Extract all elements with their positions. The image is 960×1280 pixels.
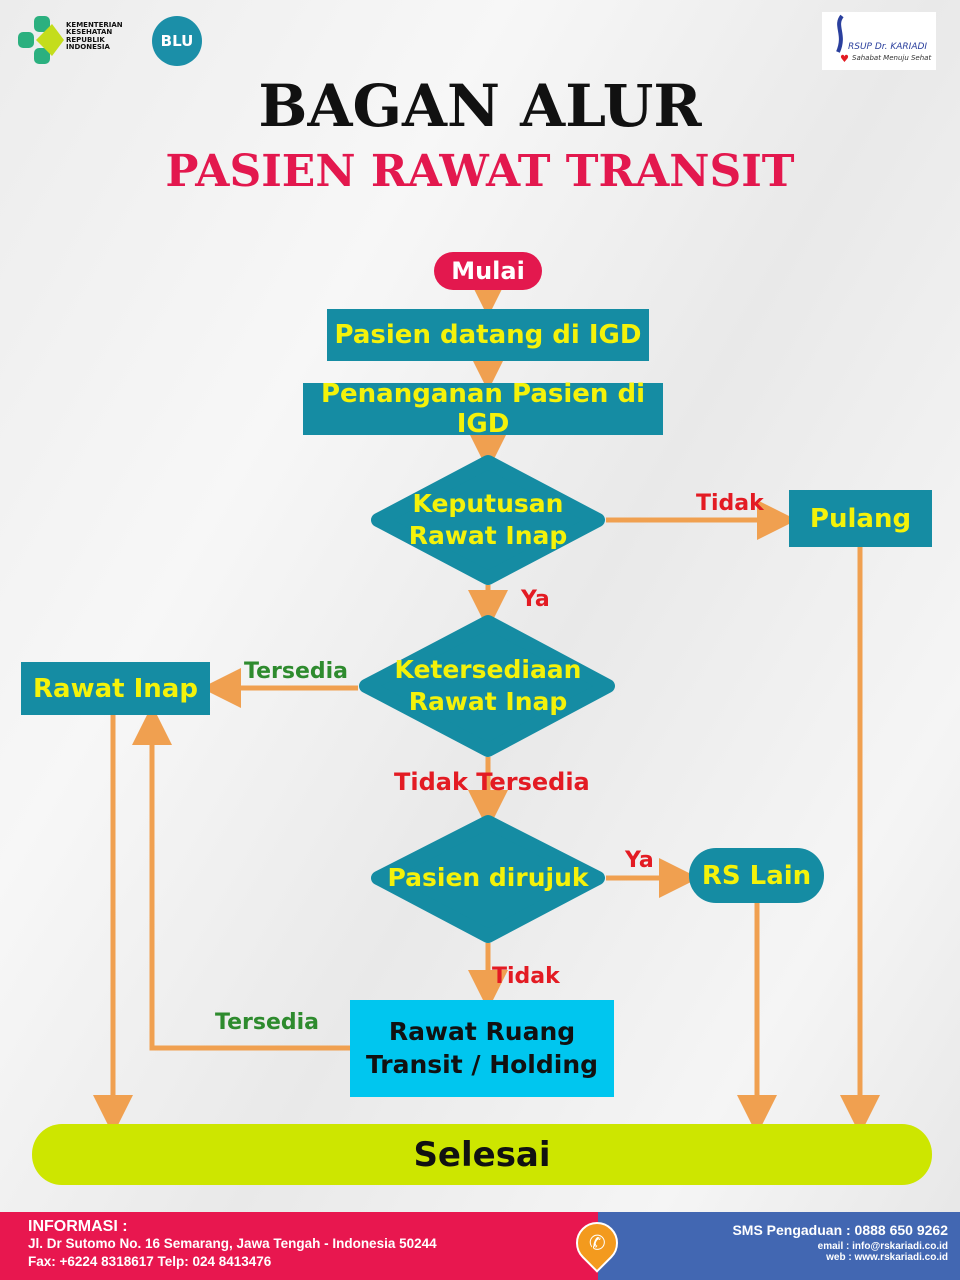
kemenkes-emblem-icon — [18, 16, 64, 64]
blu-text: BLU — [160, 32, 194, 50]
decision3-shape — [371, 815, 605, 943]
label-tidak-2: Tidak — [492, 964, 560, 989]
footer-address: Jl. Dr Sutomo No. 16 Semarang, Jawa Teng… — [28, 1236, 437, 1251]
footer-web: web : www.rskariadi.co.id — [826, 1252, 948, 1263]
page-subtitle: PASIEN RAWAT TRANSIT — [165, 146, 795, 197]
transit-holding-node: Rawat Ruang Transit / Holding — [350, 1000, 614, 1097]
decision2-shape — [359, 615, 615, 757]
decision2-line2: Rawat Inap — [408, 687, 568, 716]
rs-tagline: Sahabat Menuju Sehat — [852, 54, 932, 62]
footer-info-title: INFORMASI : — [28, 1218, 128, 1235]
label-tidak-1: Tidak — [696, 491, 764, 516]
transit-line1: Rawat Ruang — [388, 1017, 576, 1046]
start-node: Mulai — [434, 252, 542, 290]
decision-pasien-dirujuk: Pasien dirujuk — [387, 862, 589, 892]
rs-name: RSUP Dr. KARIADI — [848, 42, 928, 52]
kemenkes-text: KEMENTERIAN KESEHATAN REPUBLIK INDONESIA — [66, 21, 123, 52]
label-ya-2: Ya — [625, 848, 654, 873]
rawat-inap-node: Rawat Inap — [21, 662, 210, 715]
decision-keputusan: Keputusan Rawat Inap — [378, 480, 598, 560]
label-tersedia-2: Tersedia — [215, 1010, 320, 1035]
page-title: BAGAN ALUR — [258, 72, 702, 140]
footer-sms: SMS Pengaduan : 0888 650 9262 — [732, 1222, 948, 1238]
rs-kariadi-logo: RSUP Dr. KARIADI Sahabat Menuju Sehat ♥ — [822, 12, 936, 70]
heart-icon: ♥ — [840, 54, 849, 65]
step-penanganan: Penanganan Pasien di IGD — [303, 379, 663, 439]
arrow-transit-to-rawat-inap — [132, 705, 350, 1051]
footer-email: email : info@rskariadi.co.id — [817, 1241, 948, 1252]
decision1-line2: Rawat Inap — [408, 521, 568, 550]
pulang-node: Pulang — [789, 490, 932, 547]
rs-lain-node: RS Lain — [689, 848, 824, 903]
kemenkes-logo: KEMENTERIAN KESEHATAN REPUBLIK INDONESIA — [16, 14, 131, 66]
decision1-shape — [371, 455, 605, 585]
footer-info: INFORMASI : Jl. Dr Sutomo No. 16 Semaran… — [0, 1212, 598, 1280]
kariadi-swirl-icon — [836, 14, 844, 53]
footer-contact: SMS Pengaduan : 0888 650 9262 email : in… — [598, 1212, 960, 1280]
end-node: Selesai — [32, 1124, 932, 1185]
label-ya-1: Ya — [521, 587, 550, 612]
step-pasien-datang: Pasien datang di IGD — [327, 309, 649, 361]
transit-line2: Transit / Holding — [365, 1049, 599, 1079]
label-tidak-tersedia: Tidak Tersedia — [394, 768, 590, 796]
decision1-line1: Keputusan — [412, 488, 564, 518]
footer-fax: Fax: +6224 8318617 Telp: 024 8413476 — [28, 1254, 272, 1269]
decision2-line1: Ketersediaan — [394, 654, 582, 684]
label-tersedia-1: Tersedia — [244, 659, 349, 684]
blu-logo: BLU — [152, 16, 202, 66]
decision-ketersediaan: Ketersediaan Rawat Inap — [368, 646, 608, 726]
